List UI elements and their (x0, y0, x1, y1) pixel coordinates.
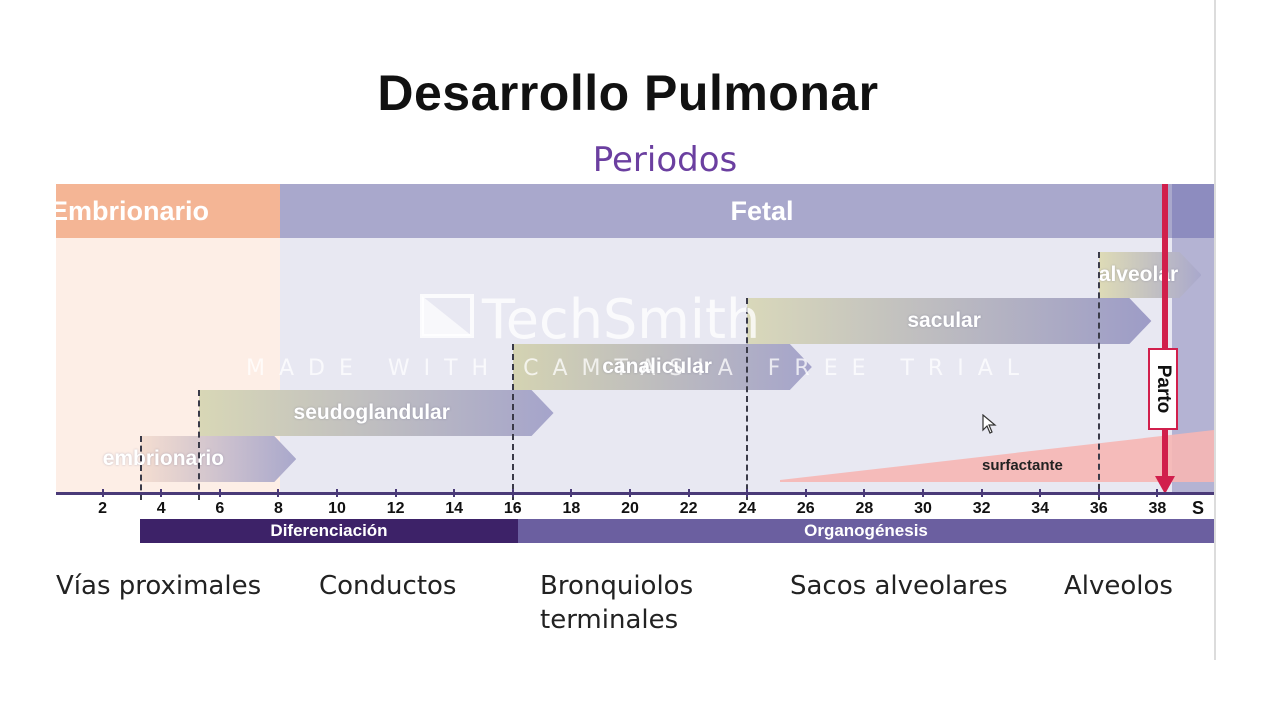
axis-tick (687, 489, 690, 497)
axis-tick (394, 489, 397, 497)
axis-unit: S (1192, 498, 1205, 518)
axis-tick-label: 38 (1148, 500, 1167, 517)
structure-bronquiolos-terminales: Bronquiolos terminales (540, 571, 694, 635)
axis-tick-label: 32 (972, 500, 991, 517)
stage-sacular: sacular (747, 298, 1152, 344)
stage-arrow-polygon (199, 390, 554, 436)
page-title: Desarrollo Pulmonar (377, 65, 879, 121)
structure-conductos: Conductos (319, 571, 457, 601)
stage-arrow-shape (1098, 252, 1202, 298)
axis-tick (160, 489, 163, 497)
axis-tick-label: 2 (98, 500, 108, 517)
axis-tick (101, 489, 104, 497)
axis-tick (277, 489, 280, 497)
axis-tick-label: 6 (215, 500, 225, 517)
stage-arrow-polygon (1098, 252, 1202, 298)
techsmith-logo-icon (420, 294, 474, 338)
stage-arrow-shape (512, 344, 812, 390)
axis-tick-label: 22 (679, 500, 698, 517)
period-postnatal (1172, 184, 1214, 238)
period-fetal: Fetal (280, 184, 1214, 238)
stage-arrow-shape (140, 436, 296, 482)
birth-line (1162, 184, 1168, 484)
axis-tick-label: 8 (273, 500, 283, 517)
stage-seudoglandular: seudoglandular (199, 390, 554, 436)
stage-arrow-shape (747, 298, 1152, 344)
structure-sacos-alveolares: Sacos alveolares (790, 571, 1008, 601)
axis-tick-label: 18 (562, 500, 581, 517)
axis-tick-label: 14 (445, 500, 464, 517)
stage-divider (139, 436, 142, 500)
surfactant-label: surfactante (982, 457, 1063, 474)
axis-tick (1039, 489, 1042, 497)
stage-canalicular: canalicular (512, 344, 812, 390)
axis-tick (511, 489, 514, 497)
axis-tick (804, 489, 807, 497)
stage-divider (746, 298, 749, 500)
stage-divider (198, 390, 201, 500)
stage-label: canalicular (602, 355, 712, 378)
axis-tick (863, 489, 866, 497)
axis-tick-label: 28 (855, 500, 874, 517)
axis-tick-label: 30 (914, 500, 932, 517)
axis-tick (746, 489, 749, 497)
axis-tick-label: 34 (1031, 500, 1050, 517)
axis-tick-label: 20 (621, 500, 639, 517)
axis-tick (1097, 489, 1100, 497)
stage-label: seudoglandular (293, 401, 450, 424)
axis-tick-label: 24 (738, 500, 757, 517)
period-embrionario: Embrionario (56, 184, 280, 238)
stage-arrow-polygon (512, 344, 812, 390)
axis-tick (453, 489, 456, 497)
mouse-cursor-icon (982, 414, 997, 434)
axis-tick (629, 489, 631, 497)
axis-tick (336, 489, 338, 497)
axis-tick-label: 26 (796, 500, 815, 517)
axis-tick-label: 4 (156, 500, 166, 517)
stage-arrow-polygon (140, 436, 296, 482)
surfactant-wedge (780, 430, 1214, 482)
stage-label: sacular (907, 309, 981, 332)
structure-alveolos: Alveolos (1064, 571, 1173, 601)
stage-arrow-polygon (747, 298, 1152, 344)
phase-diferenciacion: Diferenciación (140, 519, 518, 543)
axis-tick (980, 489, 983, 497)
axis-tick (922, 489, 924, 497)
axis-tick-label: 10 (328, 500, 346, 517)
birth-label: Parto (1153, 364, 1174, 414)
stage-label: embrionario (102, 447, 225, 470)
stage-alveolar: alveolar (1098, 252, 1202, 298)
axis-tick-label: 12 (386, 500, 405, 517)
phase-organogenesis: Organogénesis (518, 519, 1214, 543)
axis-tick (218, 489, 221, 497)
axis-tick (1156, 489, 1159, 497)
right-edge-rule (1214, 0, 1216, 660)
birth-label-box: Parto (1148, 348, 1178, 430)
period-fetal-label: Fetal (730, 196, 794, 226)
stage-divider (1097, 252, 1100, 500)
page-subtitle: Periodos (592, 140, 738, 180)
stage-embrionario: embrionario (103, 436, 296, 482)
stage-arrow-shape (199, 390, 554, 436)
axis-tick-label: 16 (503, 500, 522, 517)
birth-arrow-icon (1155, 476, 1175, 494)
axis-tick-label: 36 (1089, 500, 1108, 517)
structure-vias-proximales: Vías proximales (56, 571, 262, 601)
stage-label: alveolar (1098, 263, 1179, 286)
stage-divider (511, 344, 514, 500)
axis-tick (570, 489, 573, 497)
week-axis (56, 492, 1214, 495)
